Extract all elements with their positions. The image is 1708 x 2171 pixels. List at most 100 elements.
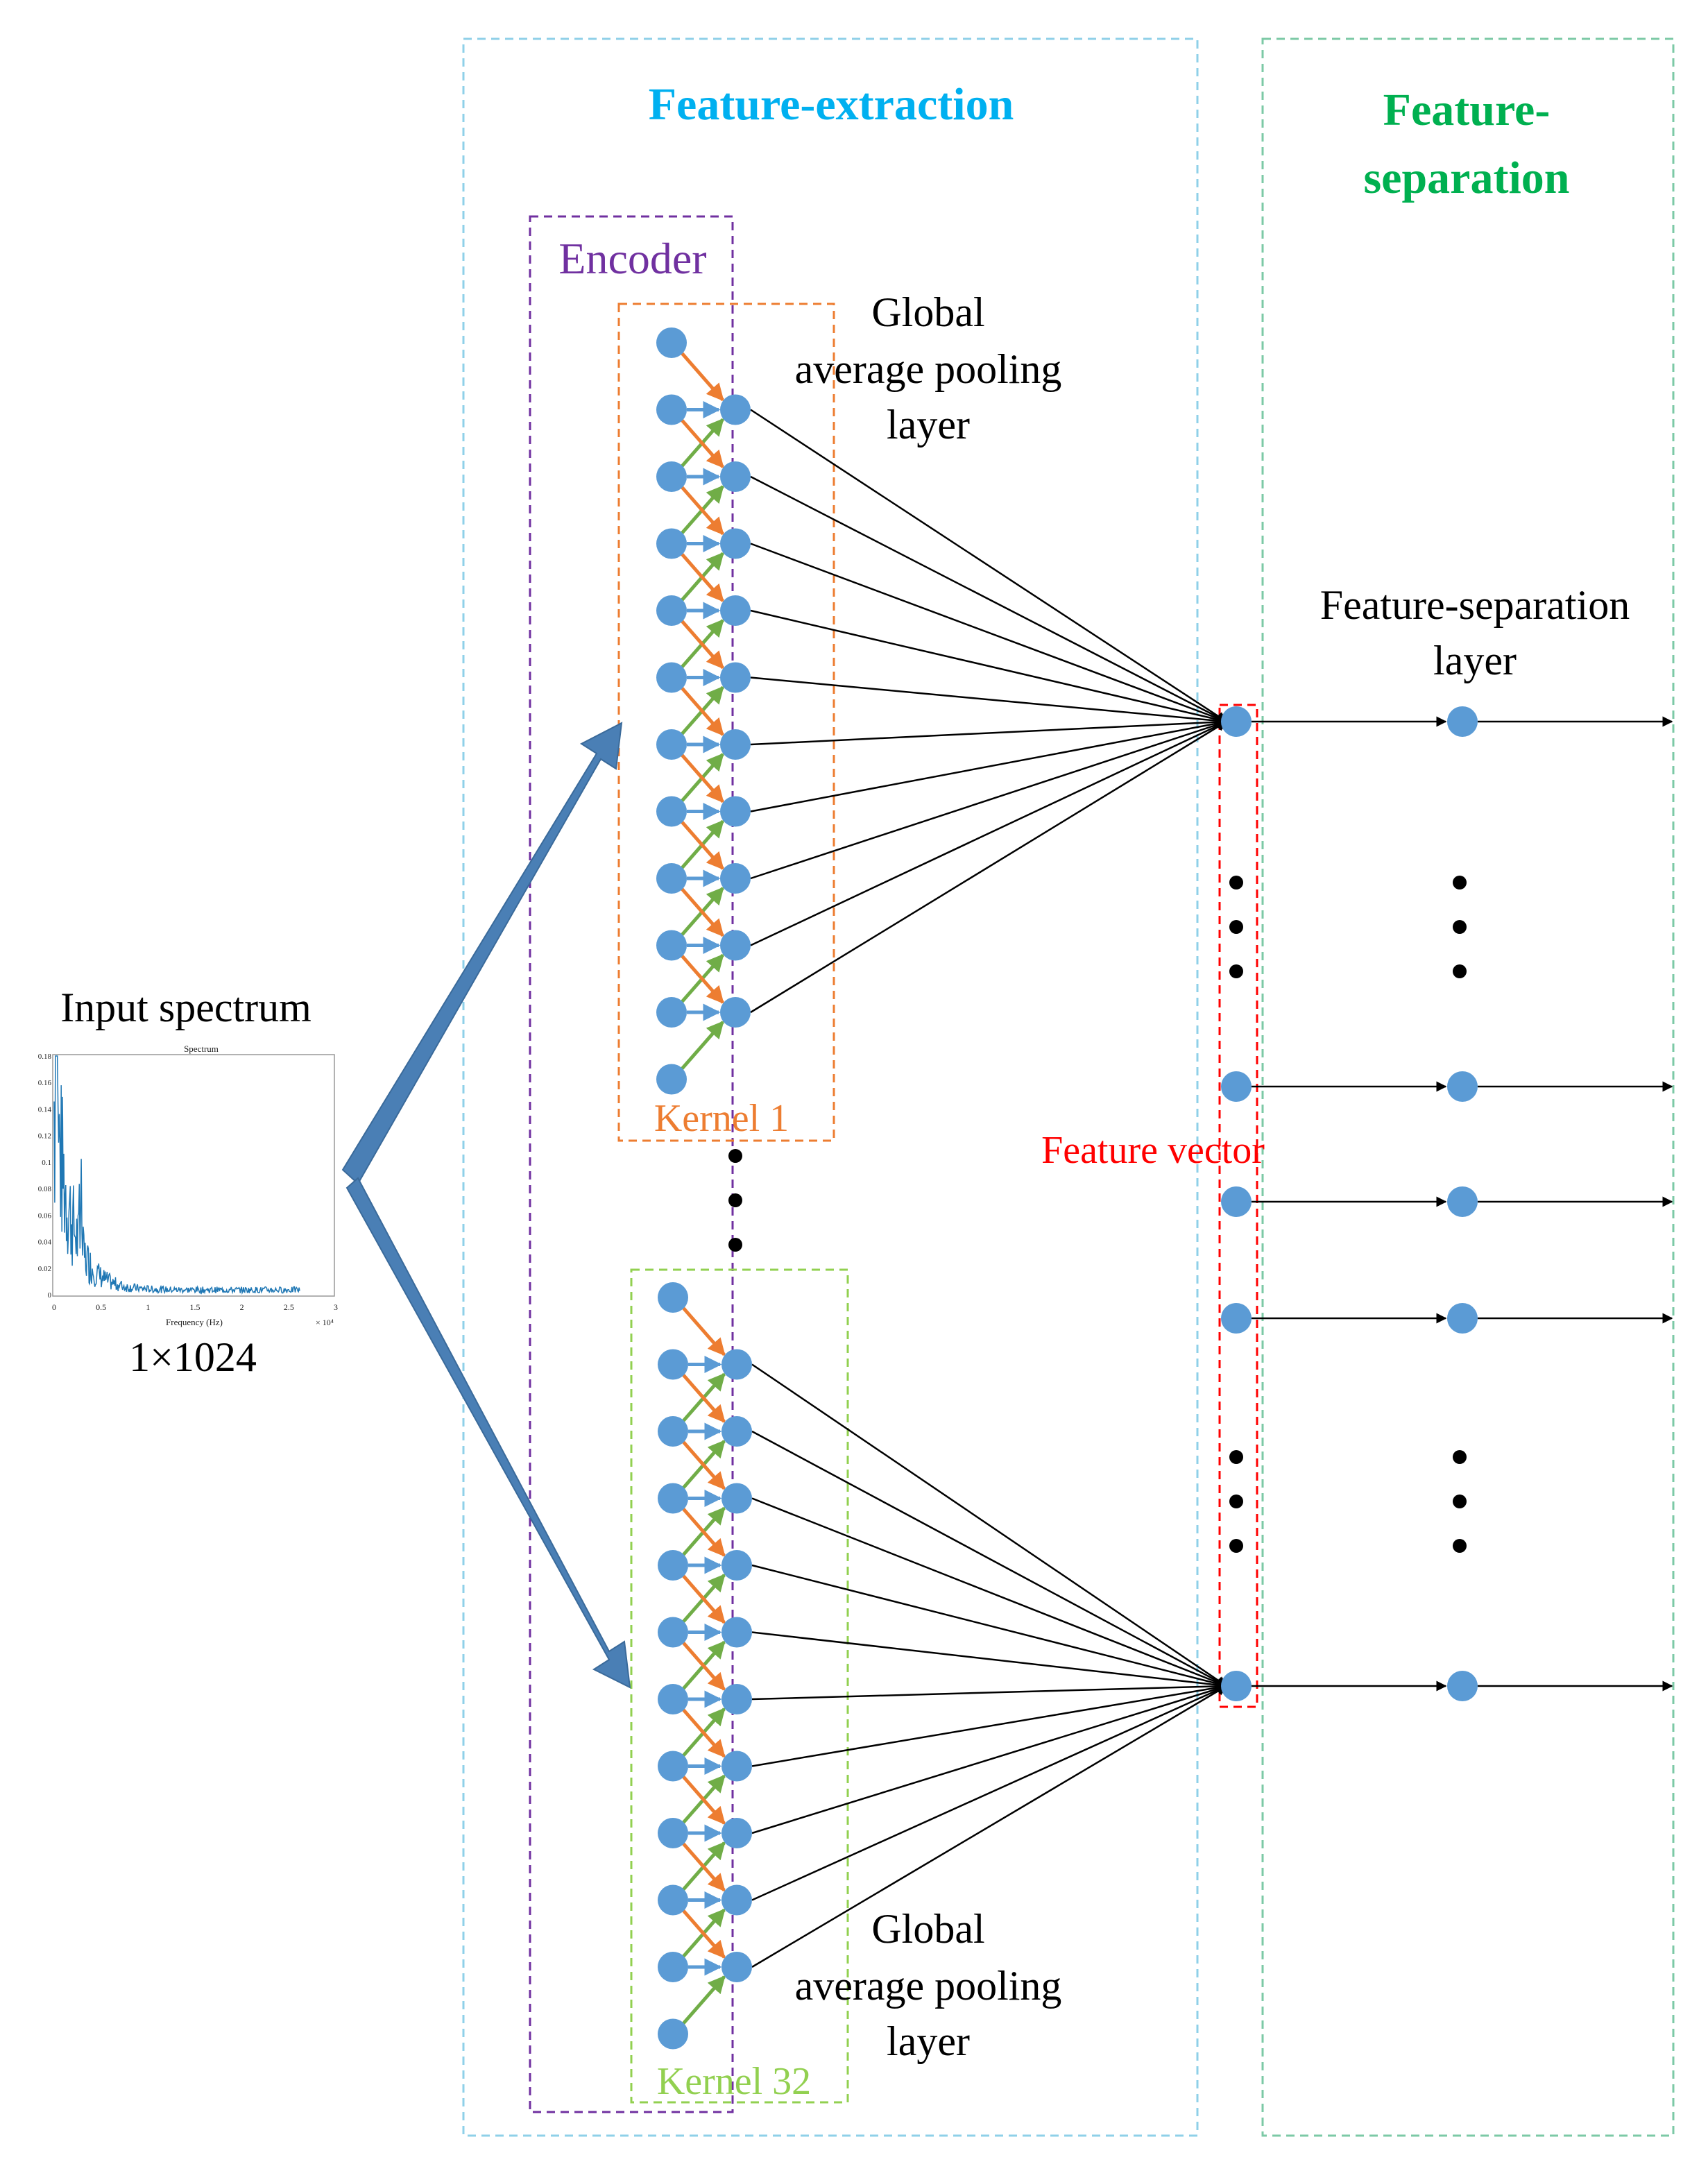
kernel32-input-node xyxy=(658,1617,688,1648)
thumbnail-ytick-label: 0.06 xyxy=(38,1211,52,1220)
encoder-box xyxy=(529,215,734,2113)
kernel1-input-node xyxy=(656,930,687,961)
feature-vector-dot xyxy=(1229,920,1243,934)
thumbnail-xtick-label: 1 xyxy=(146,1302,150,1312)
input-size-label: 1×1024 xyxy=(129,1334,257,1380)
feature-separation-node xyxy=(1447,1671,1478,1701)
kernel1-green-arrow xyxy=(680,1021,724,1071)
kernel-1-box xyxy=(617,303,835,1142)
kernel32-orange-arrow xyxy=(681,1574,726,1624)
input-to-kernel1-arrow xyxy=(341,722,623,1185)
encoder-label: Encoder xyxy=(558,234,706,283)
kernel32-pooling-line xyxy=(751,1430,1228,1687)
separation-dot xyxy=(1453,1495,1467,1508)
feature-vector-node xyxy=(1221,1671,1252,1701)
kernel1-input-node xyxy=(656,729,687,760)
kernel1-input-node xyxy=(656,863,687,894)
kernel32-pooling-line xyxy=(751,1685,1228,1968)
kernel32-input-node xyxy=(658,1349,688,1380)
thumbnail-yticks: 00.020.040.060.080.10.120.140.160.18 xyxy=(38,1053,52,1300)
thumbnail-xtick-label: 0 xyxy=(52,1302,56,1312)
kernel1-orange-arrow xyxy=(680,351,724,402)
kernel32-pooling-line xyxy=(751,1497,1228,1688)
kernel32-input-node xyxy=(658,1952,688,1982)
kernel32-conv-node xyxy=(721,1684,752,1714)
kernel1-pooling-line xyxy=(750,676,1228,726)
kernel1-conv-node xyxy=(720,528,751,559)
thumbnail-xtick-label: 2 xyxy=(240,1302,244,1312)
kernel1-input-node xyxy=(656,1064,687,1095)
kernel1-conv-node xyxy=(720,930,751,961)
kernel32-conv-node xyxy=(721,1483,752,1514)
feature-extraction-box xyxy=(462,37,1199,2137)
input-to-kernel32-arrow xyxy=(345,1177,631,1689)
kernel1-conv-node xyxy=(720,729,751,760)
kernel32-orange-arrow xyxy=(681,1908,726,1959)
kernel32-orange-arrow xyxy=(681,1640,726,1691)
pooling-label-bottom-line2: average pooling xyxy=(795,1963,1062,2009)
kernel1-input-node xyxy=(656,796,687,827)
kernel1-orange-arrow xyxy=(680,485,724,536)
feature-vector-box xyxy=(1218,704,1258,1708)
feature-separation-title-line1: Feature- xyxy=(1383,85,1551,135)
kernel1-input-node xyxy=(656,394,687,425)
kernel1-orange-arrow xyxy=(680,686,724,736)
kernel1-pooling-line xyxy=(750,720,1228,880)
kernel-gap-dot xyxy=(728,1193,742,1207)
ellipsis-dots xyxy=(728,876,1467,1553)
kernel32-input-node xyxy=(658,1483,688,1514)
kernel1-orange-arrow xyxy=(680,418,724,468)
kernel32-orange-arrow xyxy=(681,1372,726,1423)
thumbnail-xlabel: Frequency (Hz) xyxy=(166,1317,223,1327)
pooling-label-top-line1: Global xyxy=(871,289,984,335)
feature-separation-layer-label-line2: layer xyxy=(1433,638,1517,683)
kernel32-conv-node xyxy=(721,1952,752,1982)
kernel32-conv-node xyxy=(721,1884,752,1916)
separation-dot xyxy=(1453,1539,1467,1553)
kernel32-orange-arrow xyxy=(681,1506,726,1557)
feature-vector-node xyxy=(1221,706,1252,737)
feature-vector-dot xyxy=(1229,876,1243,889)
separation-dot xyxy=(1453,1450,1467,1464)
kernel1-input-node xyxy=(656,461,687,492)
kernel1-conv-node xyxy=(720,997,751,1028)
kernel-gap-dot xyxy=(728,1149,742,1163)
feature-separation-layer-label-line1: Feature-separation xyxy=(1320,582,1630,628)
kernel-gap-dot xyxy=(728,1238,742,1252)
pooling-label-bottom-line1: Global xyxy=(871,1906,984,1952)
kernel1-conv-node xyxy=(720,863,751,894)
thumbnail-ytick-label: 0.18 xyxy=(38,1053,52,1061)
feature-vector-node xyxy=(1221,1303,1252,1334)
kernel32-input-node xyxy=(658,1550,688,1581)
kernel1-conv-node xyxy=(720,461,751,492)
kernel1-input-node xyxy=(656,327,687,358)
kernel-32-box xyxy=(630,1268,849,2104)
kernel32-conv-node xyxy=(721,1818,752,1848)
kernel32-input-node xyxy=(658,1416,688,1447)
kernel32-orange-arrow xyxy=(681,1440,726,1490)
kernel32-orange-arrow xyxy=(681,1841,726,1892)
kernel1-orange-arrow xyxy=(680,819,724,870)
thumbnail-xtick-label: 2.5 xyxy=(284,1302,294,1312)
thumbnail-ytick-label: 0.08 xyxy=(38,1185,52,1193)
thumbnail-ytick-label: 0.12 xyxy=(38,1132,51,1141)
kernel1-pooling-line xyxy=(750,543,1228,724)
thumbnail-xtick-label: 1.5 xyxy=(190,1302,200,1312)
thumbnail-xtick-label: 0.5 xyxy=(96,1302,106,1312)
kernel32-orange-arrow xyxy=(681,1306,726,1356)
kernel32-input-node xyxy=(658,1884,688,1916)
separation-dot xyxy=(1453,876,1467,889)
kernel1-pooling-line xyxy=(750,409,1228,723)
thumbnail-ytick-label: 0.02 xyxy=(38,1265,51,1273)
kernel1-pooling-line xyxy=(750,720,1228,1014)
feature-vector-node xyxy=(1221,1186,1252,1217)
kernel32-pooling-line xyxy=(751,1685,1228,1901)
kernel1-orange-arrow xyxy=(680,953,724,1004)
kernel1-pooling-line xyxy=(750,717,1228,746)
thumbnail-plot-area xyxy=(52,1054,335,1297)
kernel32-input-node xyxy=(658,2018,688,2050)
feature-vector-dot xyxy=(1229,964,1243,978)
kernel32-pooling-line xyxy=(751,1680,1228,1701)
kernel1-conv-node xyxy=(720,662,751,693)
